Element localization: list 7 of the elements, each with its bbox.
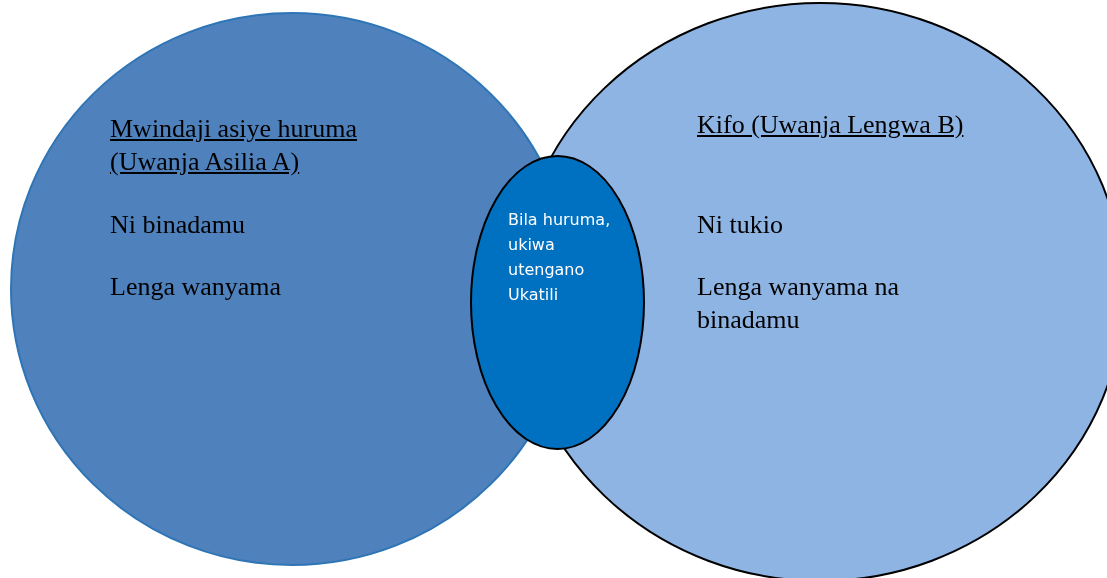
text: Lenga wanyama xyxy=(110,271,283,303)
text: Lenga wanyama na binadamu xyxy=(697,271,901,336)
heading: Mwindaji asiye huruma (Uwanja Asilia A) xyxy=(110,113,358,178)
text: Bila huruma, ukiwa utengano Ukatili xyxy=(508,209,612,306)
heading: Kifo (Uwanja Lengwa B) xyxy=(697,109,965,141)
text: Ni binadamu xyxy=(110,209,247,241)
text: Ni tukio xyxy=(697,209,784,241)
